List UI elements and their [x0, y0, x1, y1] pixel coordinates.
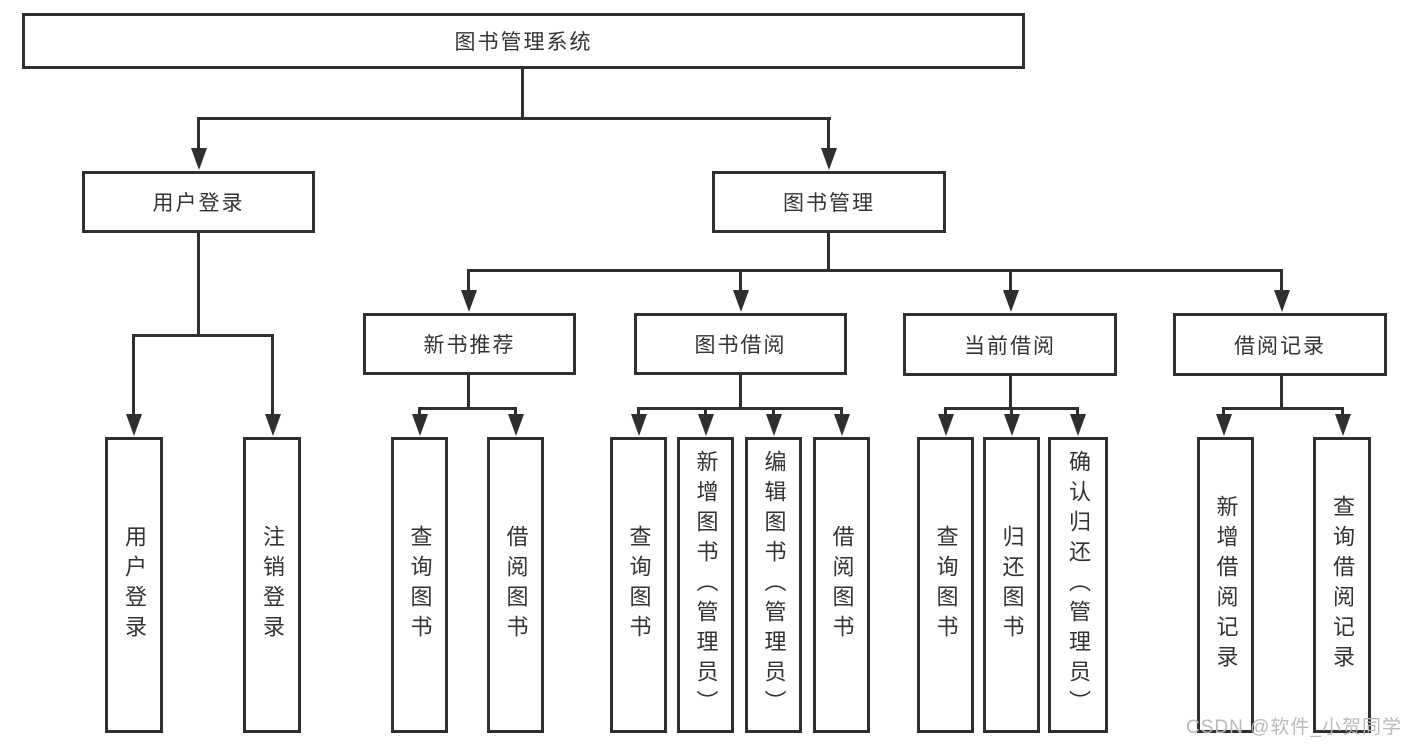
- connector-line: [418, 407, 421, 417]
- node-user-login-label: 用户登录: [152, 192, 245, 215]
- arrow-down-icon: [1216, 414, 1232, 436]
- node-book-management-label: 图书管理: [783, 192, 875, 215]
- arrow-down-icon: [733, 290, 749, 312]
- leaf-return-book: 归还图书: [983, 437, 1040, 733]
- leaf-add-borrow-record: 新增借阅记录: [1197, 437, 1254, 733]
- node-root-label: 图书管理系统: [454, 31, 593, 54]
- arrow-down-icon: [821, 148, 837, 170]
- arrow-down-icon: [1070, 414, 1086, 436]
- connector-line: [772, 407, 775, 417]
- leaf-return-book-label: 归还图书: [999, 525, 1025, 645]
- connector-line: [418, 407, 517, 410]
- connector-line: [637, 407, 843, 410]
- connector-line: [521, 69, 524, 118]
- connector-line: [1222, 407, 1225, 417]
- leaf-confirm-return-admin: 确认归还（管理员）: [1048, 437, 1108, 733]
- connector-line: [197, 233, 200, 336]
- node-borrow-records: 借阅记录: [1173, 313, 1387, 376]
- leaf-borrow-books-2: 借阅图书: [813, 437, 870, 733]
- csdn-watermark: CSDN @软件_小贺同学: [1186, 717, 1402, 738]
- connector-line: [739, 375, 742, 409]
- arrow-down-icon: [1335, 414, 1351, 436]
- leaf-add-book-admin: 新增图书（管理员）: [677, 437, 734, 733]
- connector-line: [739, 269, 742, 294]
- arrow-down-icon: [698, 414, 714, 436]
- leaf-edit-book-admin-label: 编辑图书（管理员）: [761, 450, 787, 720]
- arrow-down-icon: [834, 414, 850, 436]
- leaf-query-books-recommend-label: 查询图书: [407, 525, 433, 645]
- connector-line: [467, 375, 470, 409]
- arrow-down-icon: [126, 414, 142, 436]
- connector-line: [827, 233, 830, 271]
- connector-line: [197, 117, 831, 120]
- leaf-query-books-borrow: 查询图书: [610, 437, 667, 733]
- connector-line: [1341, 407, 1344, 417]
- node-book-borrow: 图书借阅: [634, 313, 847, 375]
- connector-line: [467, 269, 470, 294]
- node-root: 图书管理系统: [22, 13, 1025, 69]
- arrow-down-icon: [265, 414, 281, 436]
- node-new-book-recommend: 新书推荐: [363, 313, 576, 375]
- connector-line: [271, 334, 274, 416]
- arrow-down-icon: [508, 414, 524, 436]
- arrow-down-icon: [461, 290, 477, 312]
- arrow-down-icon: [938, 414, 954, 436]
- leaf-user-login: 用户登录: [105, 437, 163, 733]
- leaf-borrow-books-recommend-label: 借阅图书: [503, 525, 529, 645]
- connector-line: [1009, 269, 1012, 294]
- connector-line: [467, 269, 1283, 272]
- connector-line: [704, 407, 707, 417]
- leaf-query-books-borrow-label: 查询图书: [626, 525, 652, 645]
- arrow-down-icon: [191, 148, 207, 170]
- connector-line: [132, 334, 135, 416]
- leaf-edit-book-admin: 编辑图书（管理员）: [745, 437, 802, 733]
- leaf-logout: 注销登录: [243, 437, 301, 733]
- leaf-query-books-current-label: 查询图书: [933, 525, 959, 645]
- leaf-borrow-books-recommend: 借阅图书: [487, 437, 544, 733]
- connector-line: [1076, 407, 1079, 417]
- node-current-borrow-label: 当前借阅: [964, 334, 1056, 358]
- arrow-down-icon: [1003, 290, 1019, 312]
- connector-line: [132, 334, 274, 337]
- leaf-confirm-return-admin-label: 确认归还（管理员）: [1066, 450, 1091, 720]
- node-current-borrow: 当前借阅: [903, 313, 1117, 376]
- arrow-down-icon: [1274, 290, 1290, 312]
- node-book-management: 图书管理: [712, 171, 946, 233]
- leaf-logout-label: 注销登录: [260, 525, 285, 645]
- node-borrow-records-label: 借阅记录: [1234, 334, 1326, 358]
- leaf-add-borrow-record-label: 新增借阅记录: [1213, 495, 1239, 675]
- connector-line: [827, 117, 830, 150]
- connector-line: [197, 117, 200, 150]
- arrow-down-icon: [631, 414, 647, 436]
- arrow-down-icon: [412, 414, 428, 436]
- connector-line: [1222, 407, 1344, 410]
- leaf-query-books-current: 查询图书: [917, 437, 974, 733]
- leaf-add-book-admin-label: 新增图书（管理员）: [693, 450, 719, 720]
- node-book-borrow-label: 图书借阅: [694, 334, 787, 357]
- leaf-borrow-books-2-label: 借阅图书: [829, 525, 855, 645]
- arrow-down-icon: [766, 414, 782, 436]
- leaf-query-borrow-record-label: 查询借阅记录: [1330, 495, 1355, 675]
- connector-line: [1280, 269, 1283, 294]
- leaf-user-login-label: 用户登录: [122, 525, 147, 645]
- node-new-book-recommend-label: 新书推荐: [423, 334, 516, 357]
- connector-line: [944, 407, 947, 417]
- node-user-login: 用户登录: [82, 171, 315, 233]
- leaf-query-books-recommend: 查询图书: [391, 437, 448, 733]
- connector-line: [840, 407, 843, 417]
- leaf-query-borrow-record: 查询借阅记录: [1313, 437, 1371, 733]
- arrow-down-icon: [1004, 414, 1020, 436]
- connector-line: [1009, 376, 1012, 409]
- connector-line: [514, 407, 517, 417]
- connector-line: [1280, 376, 1283, 409]
- connector-line: [1010, 407, 1013, 417]
- connector-line: [637, 407, 640, 417]
